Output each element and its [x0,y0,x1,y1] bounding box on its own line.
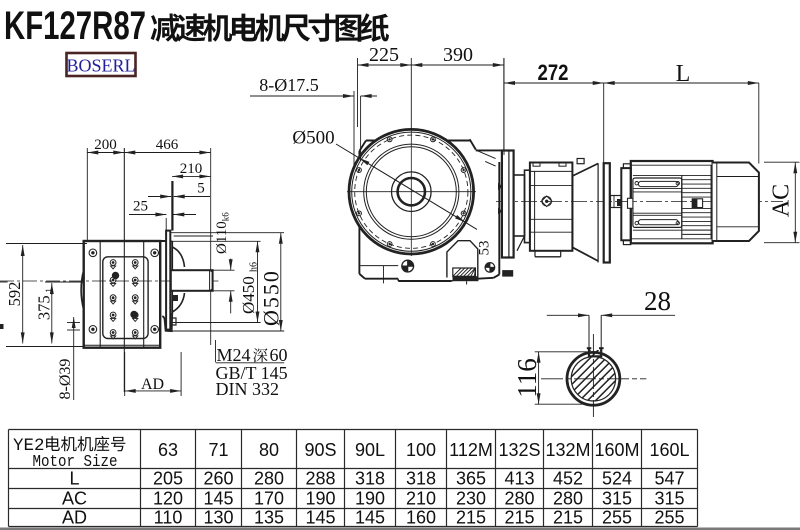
svg-text:8-Ø17.5: 8-Ø17.5 [259,75,319,95]
svg-text:190: 190 [305,489,335,509]
svg-text:272: 272 [538,60,569,85]
svg-text:255: 255 [602,508,632,528]
svg-text:466: 466 [156,137,179,153]
svg-text:116: 116 [512,358,542,398]
svg-text:375.1: 375.1 [35,288,56,320]
svg-text:280: 280 [553,489,583,509]
svg-text:592: 592 [5,282,24,307]
svg-text:145: 145 [355,508,385,528]
svg-text:132S: 132S [498,440,540,460]
svg-text:318: 318 [406,469,436,489]
svg-text:5: 5 [197,181,205,197]
svg-text:AC: AC [62,489,87,509]
svg-text:Ø110k6: Ø110k6 [214,212,231,254]
svg-text:280: 280 [504,489,534,509]
svg-text:210: 210 [406,489,436,509]
svg-text:135: 135 [254,508,284,528]
svg-text:Motor Size: Motor Size [33,453,118,472]
svg-text:63: 63 [158,440,178,460]
svg-text:215: 215 [456,508,486,528]
svg-text:110: 110 [154,508,183,528]
svg-text:288: 288 [305,469,335,489]
svg-text:AC: AC [769,184,795,217]
svg-text:Ø500: Ø500 [292,128,334,149]
svg-text:215: 215 [553,508,583,528]
svg-text:280: 280 [254,469,284,489]
svg-text:413: 413 [504,469,534,489]
svg-text:547: 547 [654,469,684,489]
svg-text:190: 190 [355,489,385,509]
svg-text:160: 160 [406,508,436,528]
svg-text:L: L [69,469,79,489]
svg-text:28: 28 [644,286,671,316]
svg-text:GB/T 145: GB/T 145 [216,363,288,383]
svg-text:210: 210 [180,161,203,177]
svg-text:315: 315 [654,489,684,509]
svg-text:71: 71 [208,440,228,460]
svg-text:452: 452 [553,469,583,489]
svg-text:100: 100 [406,440,436,460]
svg-text:80: 80 [259,440,279,460]
svg-text:YE2: YE2 [13,436,45,456]
svg-text:160M: 160M [594,440,639,460]
svg-text:Ø450 h6: Ø450 h6 [239,262,260,314]
svg-text:255: 255 [654,508,684,528]
svg-text:200: 200 [94,137,117,153]
svg-text:160L: 160L [649,440,689,460]
svg-text:90S: 90S [304,440,336,460]
svg-text:145: 145 [305,508,335,528]
svg-text:318: 318 [355,469,385,489]
svg-text:315: 315 [602,489,632,509]
svg-text:AD: AD [141,376,164,393]
svg-text:170: 170 [254,489,284,509]
svg-text:90L: 90L [355,440,385,460]
svg-text:Ø550: Ø550 [259,269,284,326]
svg-text:132M: 132M [545,440,590,460]
svg-text:DIN 332: DIN 332 [216,379,280,399]
svg-text:260: 260 [203,469,233,489]
svg-text:M24: M24 [217,345,251,365]
svg-text:390: 390 [443,44,473,66]
svg-text:130: 130 [203,508,233,528]
svg-text:60: 60 [270,345,288,365]
svg-text:524: 524 [602,469,632,489]
svg-text:L: L [676,61,691,87]
svg-text:230: 230 [456,489,486,509]
svg-text:8-Ø39: 8-Ø39 [57,359,74,400]
svg-text:25: 25 [133,199,148,215]
svg-text:145: 145 [203,489,233,509]
svg-text:112M: 112M [449,440,493,460]
svg-text:AD: AD [62,508,87,528]
svg-text:215: 215 [504,508,534,528]
svg-text:KF127R87: KF127R87 [4,4,146,48]
svg-text:365: 365 [456,469,486,489]
svg-text:205: 205 [153,469,183,489]
svg-text:BOSERL: BOSERL [66,56,135,76]
svg-text:53: 53 [477,241,493,256]
svg-text:120: 120 [153,489,183,509]
svg-text:225: 225 [369,44,399,66]
